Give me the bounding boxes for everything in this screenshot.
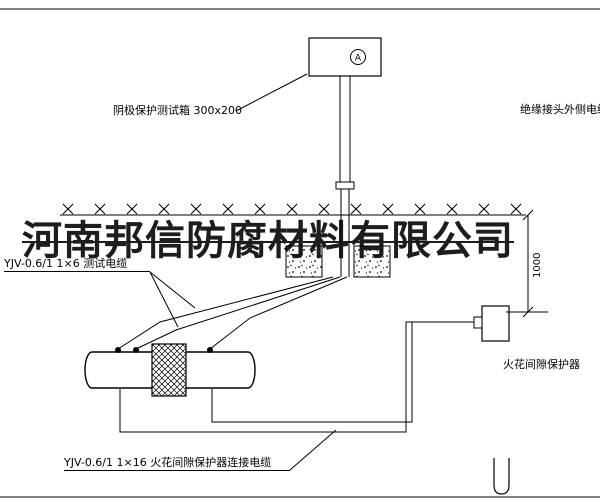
ammeter-circle bbox=[350, 49, 366, 65]
cable-connection-dots bbox=[115, 347, 213, 353]
ground-line bbox=[60, 203, 526, 216]
test-box: A bbox=[308, 37, 382, 77]
pipe-riser-symbol bbox=[493, 458, 510, 495]
dimension-text: 1000 bbox=[532, 252, 543, 278]
label-test-cable: YJV-0.6/1 1×6 测试电缆 bbox=[4, 257, 150, 272]
insulating-flange bbox=[151, 343, 187, 397]
pipe-end-cap-left bbox=[84, 351, 93, 389]
label-insulated-joint-cable: 绝缘接头外侧电缆 bbox=[520, 103, 600, 116]
cable-dot bbox=[115, 347, 121, 353]
label-test-box: 阴极保护测试箱 300x200 bbox=[113, 104, 242, 117]
protector-cable-lines bbox=[119, 321, 474, 433]
leader-test-box-label bbox=[235, 73, 308, 112]
pipeline bbox=[84, 343, 256, 397]
watermark-text: 河南邦信防腐材料有限公司 bbox=[22, 217, 514, 264]
label-spark-gap-protector: 火花间隙保护器 bbox=[503, 358, 580, 371]
dimension-line-1000 bbox=[506, 209, 548, 318]
label-spark-gap-cable: YJV-0.6/1 1×16 火花间隙保护器连接电缆 bbox=[64, 456, 290, 471]
leader-spark-cable-label bbox=[289, 429, 337, 471]
pipe-end-cap-right bbox=[247, 351, 256, 389]
cable-dot bbox=[133, 347, 139, 353]
concrete-block-right bbox=[353, 245, 391, 278]
leader-test-cable-label bbox=[149, 271, 196, 328]
spark-gap-protector bbox=[473, 305, 510, 342]
conduit-coupling bbox=[335, 181, 355, 190]
concrete-block-left bbox=[285, 245, 323, 278]
ammeter-letter: A bbox=[355, 54, 362, 64]
riser-conduit bbox=[335, 76, 355, 277]
protector-terminal bbox=[473, 316, 483, 329]
test-cable-lines bbox=[117, 276, 348, 350]
cable-dot bbox=[207, 347, 213, 353]
